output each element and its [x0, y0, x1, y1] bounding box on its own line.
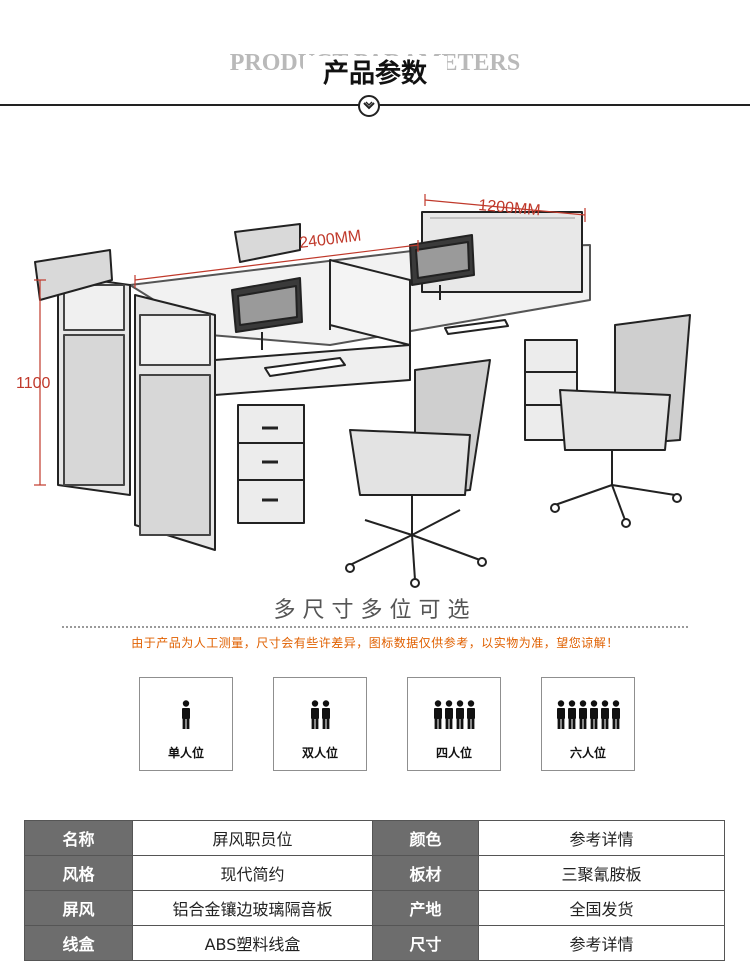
- param-value: 现代简约: [132, 855, 373, 891]
- table-row: 名称 屏风职员位 颜色 参考详情: [24, 820, 725, 856]
- size-option-double[interactable]: 双人位: [273, 677, 367, 771]
- size-option-label: 六人位: [569, 746, 606, 760]
- person-icons: [542, 700, 634, 730]
- person-icons: [408, 700, 500, 730]
- param-key: 名称: [24, 820, 133, 856]
- param-value: 参考详情: [478, 925, 725, 961]
- person-icon: [310, 700, 319, 729]
- options-subtitle: 多尺寸多位可选: [273, 598, 477, 623]
- param-key: 产地: [372, 890, 479, 926]
- person-icon: [444, 700, 453, 729]
- person-icon: [466, 700, 475, 729]
- param-value: 屏风职员位: [132, 820, 373, 856]
- person-icon: [589, 700, 598, 729]
- size-option-four[interactable]: 四人位: [407, 677, 501, 771]
- person-icons: [274, 700, 366, 730]
- dotted-divider: [62, 626, 688, 628]
- person-icons: [140, 700, 232, 730]
- param-key: 尺寸: [372, 925, 479, 961]
- person-icon: [567, 700, 576, 729]
- dim-depth-label: 1200MM: [478, 197, 541, 219]
- section-header: PRODUCT PARAMETERS 产品参数: [0, 0, 750, 130]
- size-option-label: 单人位: [167, 746, 204, 760]
- person-icon: [455, 700, 464, 729]
- person-icon: [321, 700, 330, 729]
- measurement-note: 由于产品为人工测量，尺寸会有些许差异，图标数据仅供参考，以实物为准，望您谅解！: [131, 636, 619, 650]
- param-key: 板材: [372, 855, 479, 891]
- param-value: ABS塑料线盒: [132, 925, 373, 961]
- param-value: 三聚氰胺板: [478, 855, 725, 891]
- table-row: 线盒 ABS塑料线盒 尺寸 参考详情: [24, 925, 725, 961]
- dim-width-label: 2400MM: [298, 228, 362, 252]
- workstation-illustration: 2400MM 1200MM 1100: [0, 150, 750, 590]
- workstation-drawing: 2400MM 1200MM 1100: [16, 194, 691, 588]
- person-icon: [556, 700, 565, 729]
- person-icon: [182, 700, 190, 729]
- param-value: 铝合金镶边玻璃隔音板: [132, 890, 373, 926]
- param-key: 屏风: [24, 890, 133, 926]
- table-row: 风格 现代简约 板材 三聚氰胺板: [24, 855, 725, 891]
- person-icon: [600, 700, 609, 729]
- params-table: 名称 屏风职员位 颜色 参考详情 风格 现代简约 板材 三聚氰胺板 屏风 铝合金…: [24, 820, 725, 961]
- person-icon: [611, 700, 620, 729]
- param-key: 颜色: [372, 820, 479, 856]
- size-option-six[interactable]: 六人位: [541, 677, 635, 771]
- size-option-label: 四人位: [435, 746, 472, 760]
- param-value: 全国发货: [478, 890, 725, 926]
- param-value: 参考详情: [478, 820, 725, 856]
- person-icon: [578, 700, 587, 729]
- chevron-down-icon: [358, 95, 380, 117]
- person-icon: [433, 700, 442, 729]
- dim-height-label: 1100: [16, 375, 51, 392]
- table-row: 屏风 铝合金镶边玻璃隔音板 产地 全国发货: [24, 890, 725, 926]
- size-option-label: 双人位: [301, 746, 338, 760]
- param-key: 线盒: [24, 925, 133, 961]
- param-key: 风格: [24, 855, 133, 891]
- header-title-cn: 产品参数: [303, 56, 447, 92]
- size-option-single[interactable]: 单人位: [139, 677, 233, 771]
